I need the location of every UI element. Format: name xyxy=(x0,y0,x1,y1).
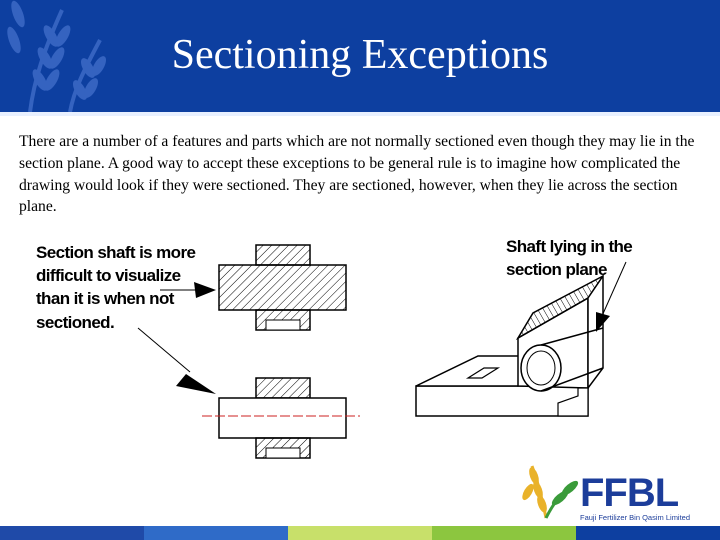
arrow-down-left-icon xyxy=(596,312,610,332)
left-note-line-4: sectioned. xyxy=(36,313,114,332)
right-note-line-2: section plane xyxy=(506,260,607,279)
header-divider xyxy=(0,112,720,116)
arrow-down-right-icon xyxy=(176,374,216,394)
sectioned-shaft-figure: Section shaft is more difficult to visua… xyxy=(36,243,360,459)
logo-wheat-icon xyxy=(522,465,579,519)
wheat-icon xyxy=(7,0,106,112)
footer-bar xyxy=(0,526,720,540)
logo-company-name: Fauji Fertilizer Bin Qasim Limited xyxy=(580,513,690,522)
shaft-section-plane-figure: Shaft lying in the section plane xyxy=(415,237,633,417)
left-note-line-3: than it is when not xyxy=(36,289,175,308)
body-paragraph: There are a number of a features and par… xyxy=(19,133,695,216)
slide-title: Sectioning Exceptions xyxy=(171,32,549,78)
figure-right-note: Shaft lying in the section plane xyxy=(506,237,633,279)
figure-left-note: Section shaft is more difficult to visua… xyxy=(36,243,196,332)
right-note-line-1: Shaft lying in the xyxy=(506,237,632,256)
left-note-line-1: Section shaft is more xyxy=(36,243,195,262)
logo-brand: FFBL xyxy=(580,471,679,515)
sectioned-shaft xyxy=(218,244,347,331)
arrow-right-icon xyxy=(194,282,216,298)
left-note-line-2: difficult to visualize xyxy=(36,266,181,285)
unsectioned-shaft xyxy=(202,377,360,459)
ffbl-logo: FFBL Fauji Fertilizer Bin Qasim Limited xyxy=(522,465,690,522)
slide-header: Sectioning Exceptions xyxy=(0,0,720,112)
